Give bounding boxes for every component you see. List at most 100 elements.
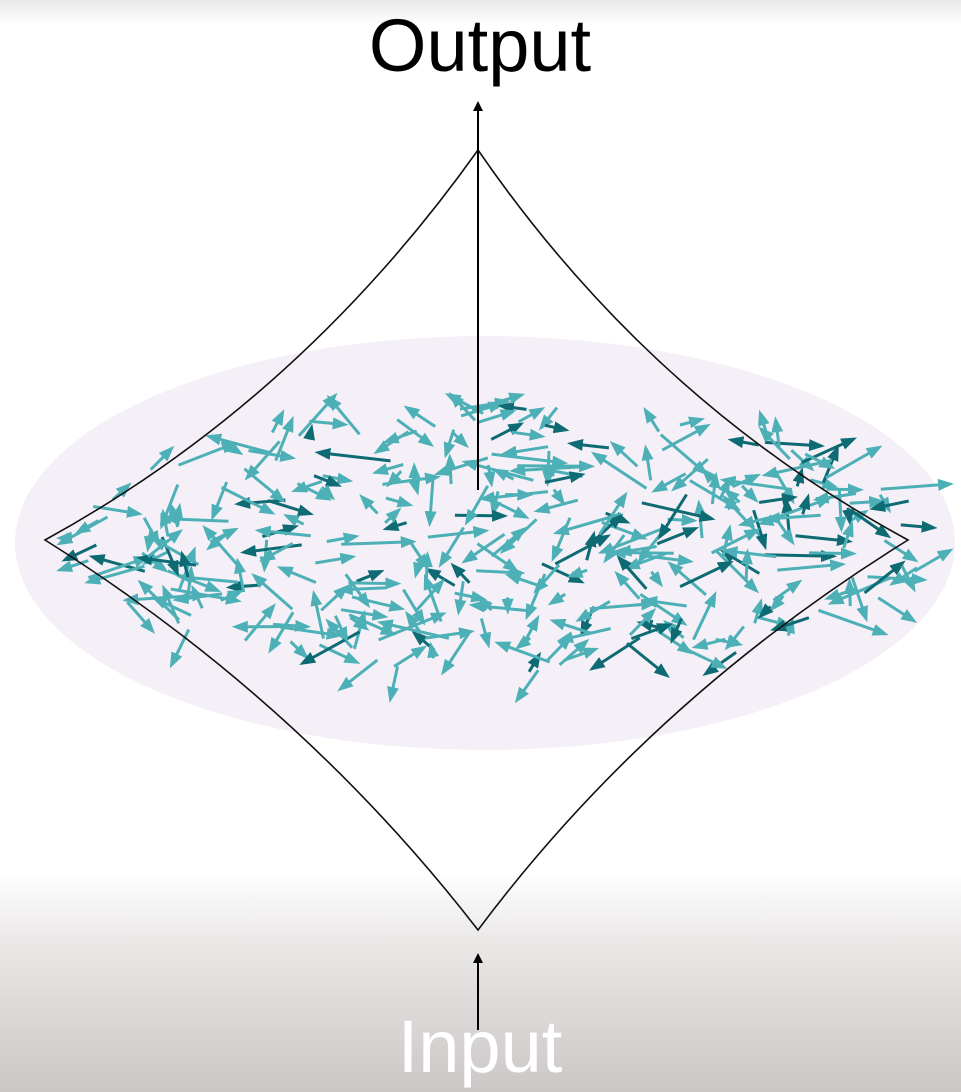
connection-arrow (220, 440, 244, 456)
connection-arrow (454, 580, 467, 616)
connection-arrow (792, 466, 805, 487)
connection-arrow (378, 612, 447, 642)
connection-arrow (160, 484, 180, 530)
connection-arrow (641, 444, 654, 481)
connection-arrow (758, 426, 791, 461)
connection-arrow (564, 647, 600, 662)
connection-arrow (351, 595, 406, 612)
connection-arrow (444, 453, 457, 485)
connection-arrow (61, 543, 98, 562)
connection-arrow (900, 565, 916, 593)
connection-arrow (443, 429, 456, 459)
connection-arrow (772, 579, 803, 602)
connection-arrow (191, 584, 204, 609)
connection-arrow (585, 513, 624, 549)
connection-arrow (382, 519, 408, 532)
connection-arrow (438, 526, 465, 568)
connection-arrow (56, 559, 89, 572)
connection-arrow (708, 471, 721, 505)
connection-arrow (628, 608, 657, 636)
connection-arrow (464, 484, 490, 526)
connection-arrow (538, 406, 559, 431)
connection-arrow (798, 493, 811, 515)
connection-arrow (313, 474, 342, 487)
connection-arrow (371, 463, 404, 475)
connection-arrow (270, 409, 285, 434)
connection-arrow (667, 561, 707, 597)
connection-arrow (427, 526, 490, 539)
connection-arrow (209, 527, 239, 544)
connection-arrow (111, 482, 132, 501)
connection-arrow (423, 573, 443, 623)
connection-arrow (273, 619, 312, 632)
connection-arrow (337, 658, 379, 692)
connection-arrow (877, 596, 918, 623)
connection-arrow (566, 566, 588, 578)
connection-arrow (883, 539, 919, 563)
connection-arrow (809, 477, 839, 490)
connection-arrow (382, 429, 418, 444)
connection-arrow (546, 634, 573, 662)
connection-arrow (740, 548, 753, 581)
connection-arrow (880, 478, 954, 491)
connection-arrow (825, 445, 883, 480)
connection-arrow (889, 566, 918, 586)
connection-arrow (267, 499, 314, 516)
connection-arrow (764, 512, 821, 525)
connection-arrow (764, 549, 838, 562)
connection-arrow (149, 445, 175, 471)
connection-arrow (679, 560, 734, 588)
connection-arrow (626, 642, 670, 679)
connection-arrow (614, 570, 641, 600)
connection-arrow (648, 570, 663, 588)
output-label: Output (368, 4, 592, 87)
connection-arrow (558, 638, 590, 667)
connection-arrow (826, 483, 864, 496)
connection-arrow (471, 392, 526, 412)
connection-arrow (497, 401, 527, 414)
connection-arrow (336, 583, 386, 596)
connection-arrow (318, 643, 361, 664)
connection-arrow (509, 464, 586, 477)
connection-arrow (348, 577, 402, 590)
connection-arrow (220, 486, 276, 515)
connection-arrow (849, 495, 886, 508)
connection-arrow (834, 490, 847, 533)
connection-arrow (678, 644, 728, 669)
connection-arrow (151, 537, 200, 566)
hidden-layer-region (15, 336, 955, 750)
connection-arrow (566, 438, 610, 451)
connection-arrow (450, 562, 471, 584)
connection-arrow (243, 603, 276, 642)
connection-arrow (268, 611, 295, 654)
connection-arrow (657, 493, 688, 540)
connection-arrow (403, 405, 437, 428)
connection-arrow (710, 528, 761, 555)
connection-arrow (636, 619, 666, 632)
connection-arrow (177, 442, 238, 467)
connection-arrow (254, 525, 311, 538)
connection-arrow (588, 636, 641, 671)
connection-arrow (251, 573, 294, 611)
connection-arrow (274, 415, 294, 462)
connection-arrow (584, 530, 597, 561)
connection-arrow (326, 532, 360, 545)
connection-arrow (808, 547, 857, 560)
connection-arrow (259, 542, 294, 562)
connection-arrow (514, 669, 540, 704)
connection-arrow (179, 550, 191, 578)
connection-arrow (451, 431, 469, 449)
connection-arrow (310, 589, 325, 639)
connection-arrow (499, 518, 538, 554)
connection-arrow (414, 578, 445, 613)
connection-arrow (359, 494, 379, 515)
connection-arrow (276, 566, 317, 584)
connection-arrow (427, 641, 440, 659)
connection-arrow (740, 484, 759, 503)
connection-arrow (517, 407, 546, 424)
connection-arrow (143, 528, 156, 553)
diamond-outline (43, 148, 910, 932)
connection-arrow (900, 520, 938, 533)
connection-arrow (771, 416, 784, 447)
connection-arrow (320, 584, 349, 612)
